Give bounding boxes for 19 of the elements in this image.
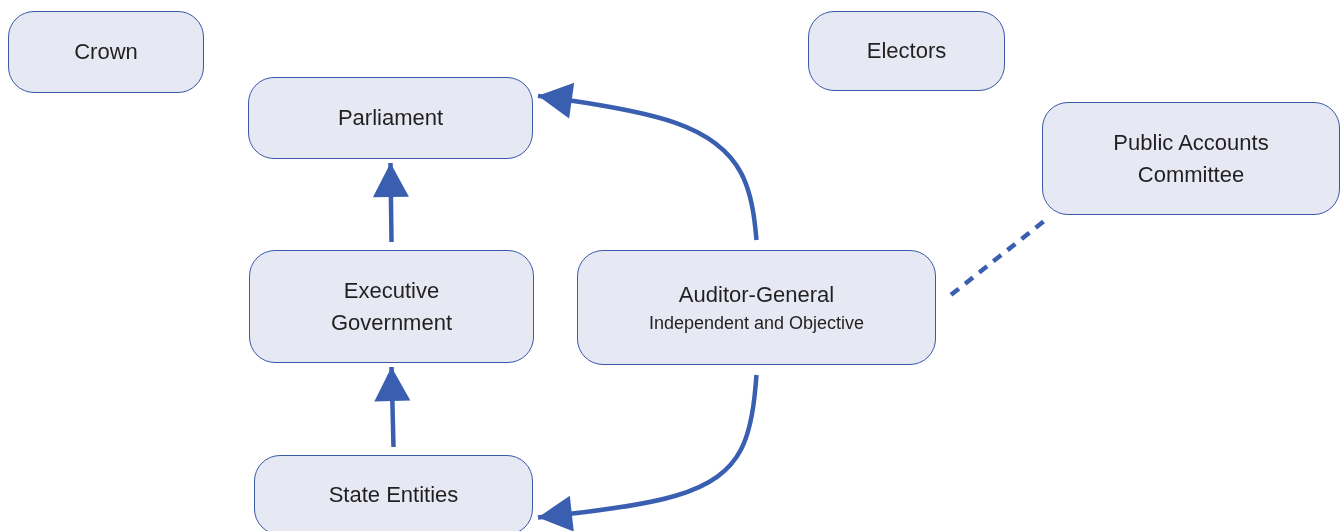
arrow [537,82,759,241]
rounded-box [808,11,1005,91]
rounded-box [248,77,533,159]
rounded-box [249,250,534,363]
rounded-box [1042,102,1340,215]
box-title: Auditor-General [678,280,835,309]
box-title: Electors [866,37,947,66]
box-title: Parliament [337,104,444,133]
box-title: State Entities [328,481,459,510]
box-title: Public Accounts Committee [1112,128,1270,189]
box-title: Executive Government [329,276,454,337]
arrow [537,374,759,531]
rounded-box [577,250,936,365]
rounded-box [254,455,533,531]
arrow [374,366,411,448]
box-subtitle: Independent and Objective [648,311,865,335]
arrow [372,162,409,243]
rounded-box [8,11,204,93]
box-title: Crown [74,38,138,67]
